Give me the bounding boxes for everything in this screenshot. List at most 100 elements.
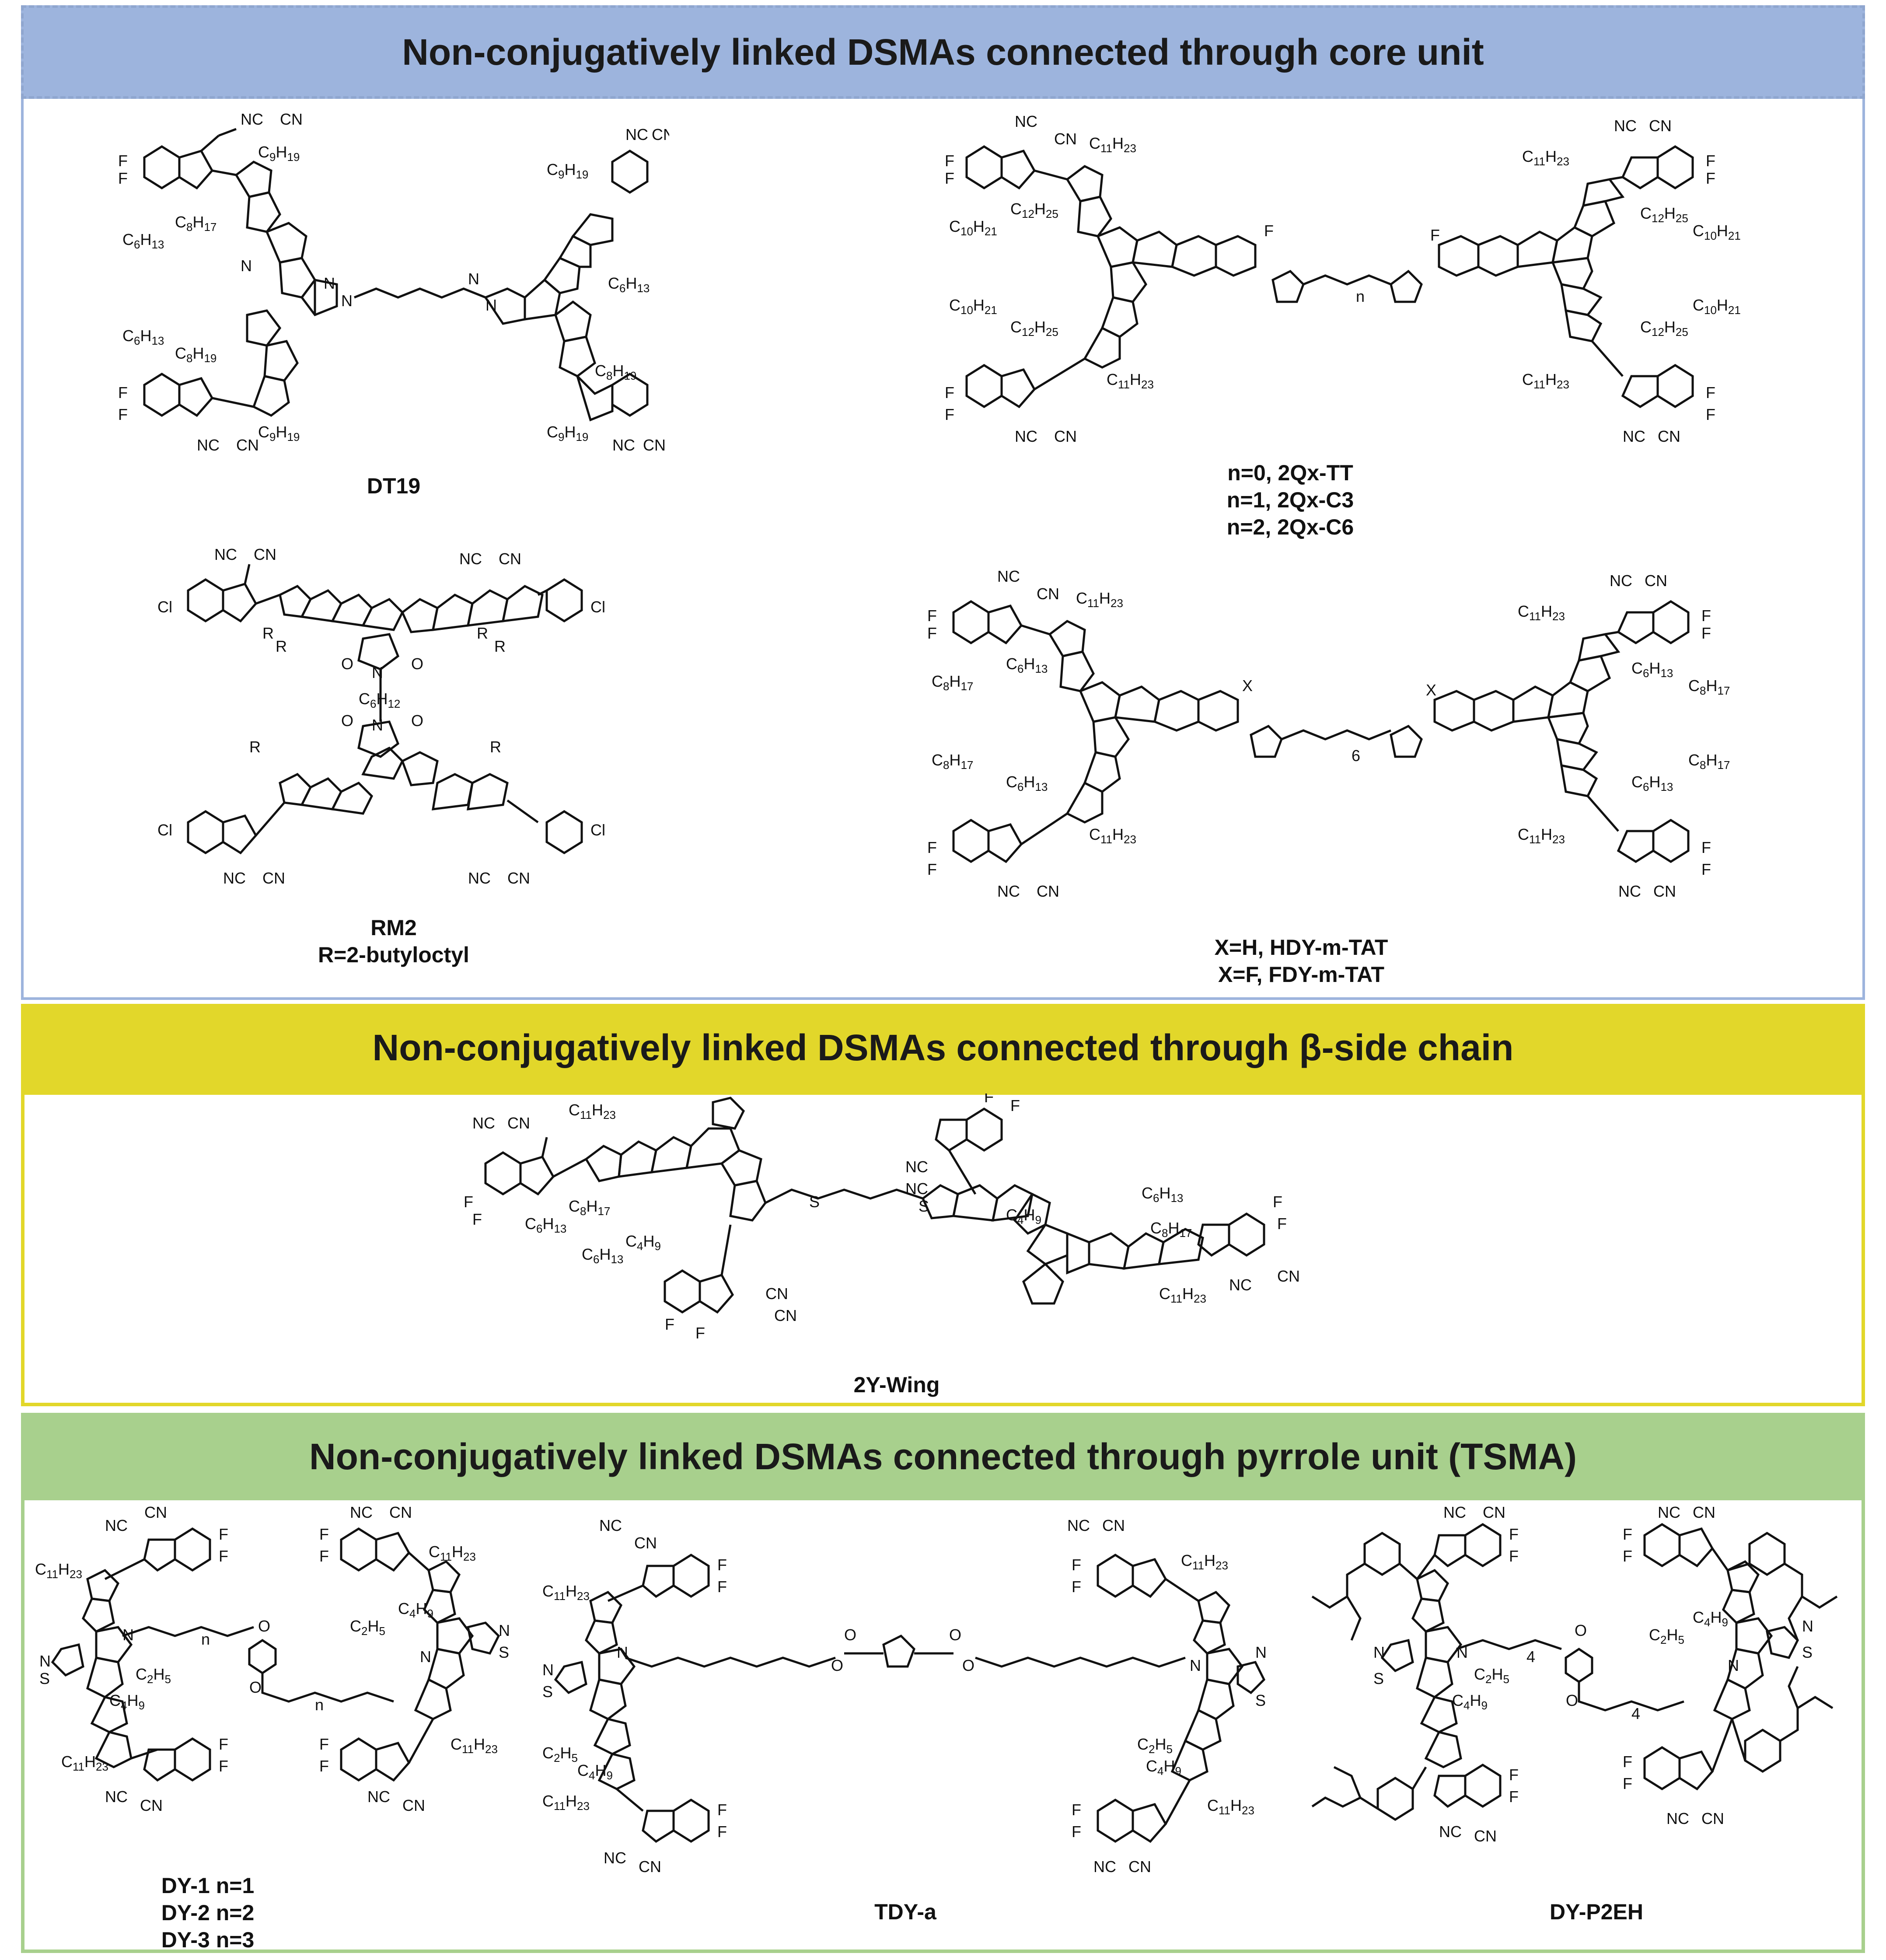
svg-text:NC: NC xyxy=(197,436,220,454)
svg-text:F: F xyxy=(927,624,937,642)
svg-text:O: O xyxy=(341,712,353,730)
svg-text:CN: CN xyxy=(1054,427,1077,445)
svg-text:C6H13: C6H13 xyxy=(608,274,650,295)
caption-dy: DY-1 n=1 DY-2 n=2 DY-3 n=3 xyxy=(161,1873,255,1952)
svg-text:S: S xyxy=(39,1670,50,1687)
svg-text:F: F xyxy=(1701,860,1711,878)
svg-text:C2H5: C2H5 xyxy=(136,1665,171,1686)
section-body-pyrrole xyxy=(21,1500,1865,1953)
svg-text:F: F xyxy=(1623,1753,1632,1771)
svg-text:F: F xyxy=(927,860,937,878)
svg-text:F: F xyxy=(1010,1097,1020,1115)
svg-text:NC: NC xyxy=(1443,1505,1466,1521)
svg-text:C11H23: C11H23 xyxy=(1076,589,1123,610)
svg-text:C11H23: C11H23 xyxy=(1522,370,1569,391)
svg-text:C11H23: C11H23 xyxy=(542,1582,590,1603)
svg-text:C8H17: C8H17 xyxy=(1150,1219,1192,1240)
svg-text:F: F xyxy=(1623,1525,1632,1543)
svg-text:C4H9: C4H9 xyxy=(109,1691,145,1712)
section-header-core: Non-conjugatively linked DSMAs connected… xyxy=(21,5,1865,99)
svg-text:X: X xyxy=(1242,677,1253,695)
svg-text:F: F xyxy=(1706,152,1715,170)
svg-text:NC: NC xyxy=(1610,572,1632,590)
caption-p2eh: DY-P2EH xyxy=(1550,1900,1643,1924)
section-title-core: Non-conjugatively linked DSMAs connected… xyxy=(402,31,1484,73)
svg-text:CN: CN xyxy=(643,436,666,454)
svg-text:NC: NC xyxy=(1015,427,1037,445)
svg-text:C11H23: C11H23 xyxy=(429,1543,476,1563)
svg-text:C8H17: C8H17 xyxy=(175,213,217,234)
caption-rm2: RM2 R=2-butyloctyl xyxy=(318,915,469,967)
svg-text:NC: NC xyxy=(612,436,635,454)
svg-text:C8H19: C8H19 xyxy=(175,344,217,365)
svg-text:C6H13: C6H13 xyxy=(122,231,164,251)
svg-text:N: N xyxy=(122,1626,134,1644)
svg-text:C6H12: C6H12 xyxy=(359,690,400,710)
svg-text:R: R xyxy=(262,624,274,642)
svg-text:F: F xyxy=(1623,1775,1632,1792)
label-cn: CN xyxy=(280,110,303,128)
svg-text:F: F xyxy=(1072,1801,1081,1819)
svg-text:O: O xyxy=(949,1626,961,1644)
svg-text:CN: CN xyxy=(507,869,530,887)
svg-text:Cl: Cl xyxy=(157,821,172,839)
svg-text:N: N xyxy=(1728,1656,1739,1674)
svg-text:N: N xyxy=(324,274,335,292)
svg-text:C12H25: C12H25 xyxy=(1010,318,1058,339)
svg-text:C6H13: C6H13 xyxy=(525,1215,566,1235)
svg-text:C11H23: C11H23 xyxy=(1207,1796,1254,1817)
svg-text:NC: NC xyxy=(105,1516,128,1534)
svg-text:CN: CN xyxy=(1102,1516,1125,1534)
svg-text:S: S xyxy=(1373,1670,1384,1687)
svg-text:F: F xyxy=(927,839,937,856)
svg-text:NC: NC xyxy=(599,1516,622,1534)
svg-text:F: F xyxy=(945,405,954,423)
svg-text:F: F xyxy=(665,1315,674,1333)
svg-text:C4H9: C4H9 xyxy=(625,1232,661,1253)
svg-text:NC: NC xyxy=(459,550,482,568)
svg-text:C11H23: C11H23 xyxy=(451,1735,498,1756)
svg-text:F: F xyxy=(1264,222,1274,240)
svg-text:F: F xyxy=(118,384,128,402)
svg-text:S: S xyxy=(542,1683,553,1701)
svg-text:NC: NC xyxy=(1093,1858,1116,1876)
svg-text:NC: NC xyxy=(105,1788,128,1806)
svg-text:N: N xyxy=(372,716,383,734)
svg-text:NC: NC xyxy=(1623,427,1645,445)
svg-text:C9H19: C9H19 xyxy=(258,423,300,444)
svg-text:C6H13: C6H13 xyxy=(122,327,164,347)
svg-text:C11H23: C11H23 xyxy=(542,1792,590,1813)
svg-text:NC: NC xyxy=(1618,882,1641,900)
svg-text:CN: CN xyxy=(774,1307,797,1324)
svg-text:N: N xyxy=(372,664,383,681)
svg-text:N: N xyxy=(1373,1643,1385,1661)
svg-text:O: O xyxy=(844,1626,856,1644)
svg-text:F: F xyxy=(945,152,954,170)
section-body-core xyxy=(21,99,1865,1000)
svg-text:F: F xyxy=(319,1735,329,1753)
svg-text:NC: NC xyxy=(214,545,237,563)
svg-text:6: 6 xyxy=(1352,747,1360,765)
svg-text:C4H9: C4H9 xyxy=(1146,1757,1181,1778)
svg-text:C8H17: C8H17 xyxy=(1688,751,1730,772)
svg-text:C4H9: C4H9 xyxy=(1693,1608,1728,1629)
svg-text:F: F xyxy=(118,169,128,187)
svg-text:CN: CN xyxy=(1128,1858,1151,1876)
svg-text:C2H5: C2H5 xyxy=(1137,1735,1173,1756)
svg-text:C2H5: C2H5 xyxy=(542,1744,578,1764)
svg-text:n: n xyxy=(315,1696,324,1714)
svg-text:CN: CN xyxy=(1037,585,1059,603)
svg-text:F: F xyxy=(717,1556,727,1574)
svg-text:C10H21: C10H21 xyxy=(949,217,997,238)
svg-text:CN: CN xyxy=(639,1858,661,1876)
svg-text:N: N xyxy=(1190,1656,1201,1674)
svg-text:C11H23: C11H23 xyxy=(1159,1285,1206,1305)
svg-text:CN: CN xyxy=(1693,1505,1715,1521)
svg-text:F: F xyxy=(1701,607,1711,625)
svg-text:C4H9: C4H9 xyxy=(577,1761,613,1782)
svg-text:C9H19: C9H19 xyxy=(258,143,300,164)
svg-text:NC: NC xyxy=(905,1180,928,1198)
